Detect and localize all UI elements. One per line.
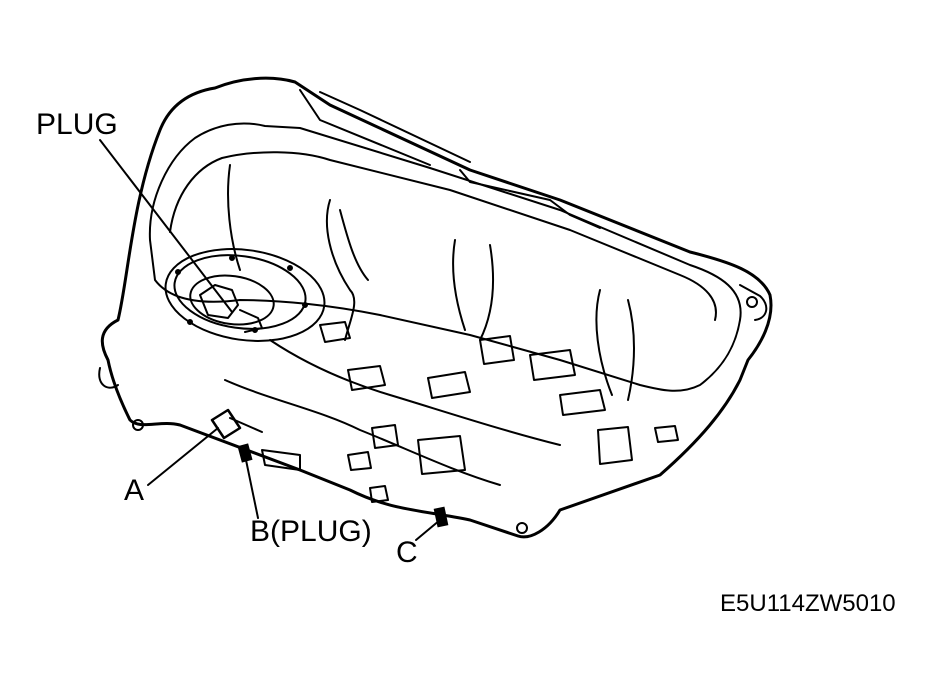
label-c: C [396,536,418,569]
contour-5 [479,244,494,341]
ridge-1 [299,89,431,166]
pad-6 [529,349,576,381]
mount-hole-bottom [516,522,528,534]
fitting-a [210,408,242,440]
pad-1 [319,321,351,343]
mount-hole-left [132,419,144,431]
pad-4 [371,424,399,449]
plug-b [237,443,253,463]
contour-3 [339,209,369,281]
tank-outline [100,76,773,539]
pad-10 [654,425,679,443]
pad-7 [559,389,606,416]
pad-5 [417,435,466,475]
label-plug: PLUG [36,108,118,141]
bracket-b [261,449,301,471]
pump-opening-outer [164,248,326,342]
leader-plug [99,139,233,313]
pad-9 [479,335,515,365]
label-a: A [124,474,145,507]
contour-7 [627,299,635,401]
tank-rim-detail [169,151,717,321]
ridge-2 [319,91,471,163]
pump-bolt-5 [187,319,193,325]
leader-b [245,459,259,519]
pump-bolt-6 [252,327,258,333]
contour-1 [227,164,241,271]
pump-bolt-1 [175,269,181,275]
mount-flange-right [739,284,768,321]
pad-12 [369,485,389,503]
pad-11 [347,451,372,471]
pump-opening-inner [173,254,307,330]
pump-opening-core [189,274,275,326]
contour-4 [452,239,466,331]
pump-bolt-4 [302,302,308,308]
mount-flange-left [98,367,119,389]
contour-2 [326,199,356,341]
ridge-3 [459,169,601,229]
pad-2 [347,365,386,391]
mount-hole-right [746,296,758,308]
pump-bolt-2 [229,255,235,261]
figure-code: E5U114ZW5010 [720,590,896,617]
tank-top-rim [148,122,742,392]
contour-6 [595,289,613,396]
contour-9 [269,339,561,446]
pump-bolt-3 [287,265,293,271]
leader-a [147,427,219,486]
fitting-a-tube [229,417,263,433]
label-b-plug: B(PLUG) [250,515,372,548]
leader-c [415,519,441,541]
pad-8 [597,426,633,465]
pad-3 [427,371,471,399]
